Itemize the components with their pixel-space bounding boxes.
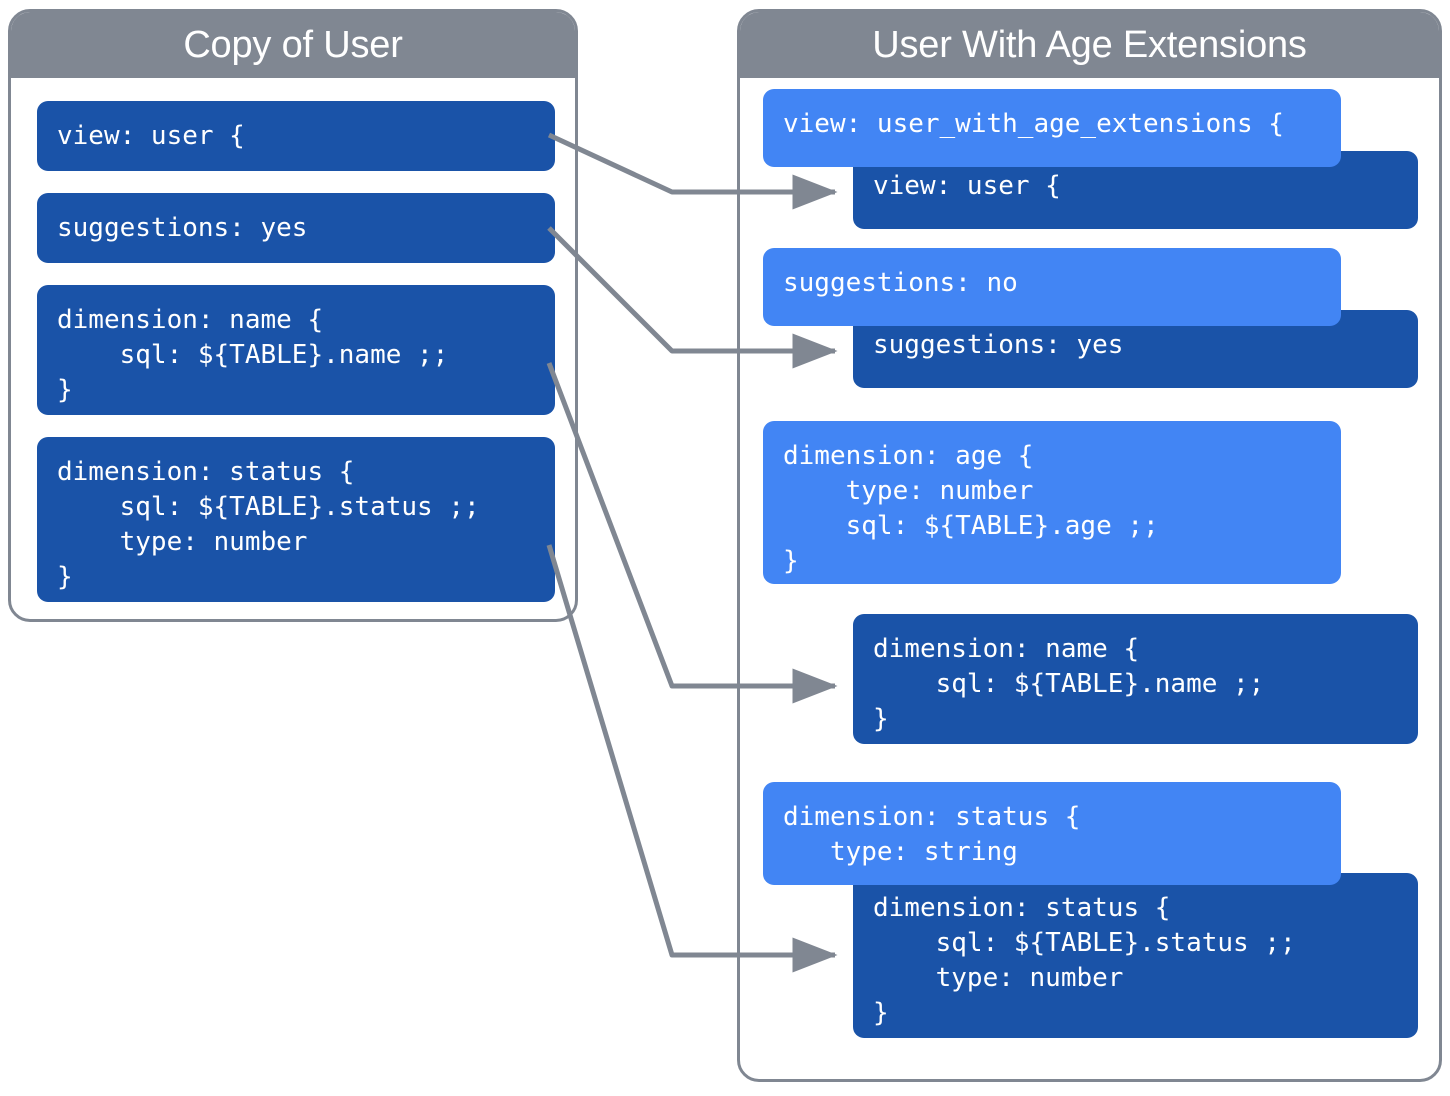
code-block-left-dimension-status[interactable]: dimension: status { sql: ${TABLE}.status… <box>37 437 555 602</box>
panel-title-user-with-age-extensions: User With Age Extensions <box>740 12 1439 78</box>
code-block-left-suggestions[interactable]: suggestions: yes <box>37 193 555 263</box>
code-block-right-dimension-age[interactable]: dimension: age { type: number sql: ${TAB… <box>763 421 1341 584</box>
code-block-right-dimension-status-light[interactable]: dimension: status { type: string <box>763 782 1341 885</box>
panel-copy-of-user: Copy of User view: user { suggestions: y… <box>8 9 578 622</box>
code-block-left-view[interactable]: view: user { <box>37 101 555 171</box>
code-block-right-dimension-name[interactable]: dimension: name { sql: ${TABLE}.name ;; … <box>853 614 1418 744</box>
code-block-right-dimension-status-dark[interactable]: dimension: status { sql: ${TABLE}.status… <box>853 873 1418 1038</box>
panel-title-copy-of-user: Copy of User <box>11 12 575 78</box>
panel-user-with-age-extensions: User With Age Extensions view: user { vi… <box>737 9 1442 1082</box>
code-block-right-suggestions-no[interactable]: suggestions: no <box>763 248 1341 326</box>
code-block-left-dimension-name[interactable]: dimension: name { sql: ${TABLE}.name ;; … <box>37 285 555 415</box>
code-block-right-view-extension[interactable]: view: user_with_age_extensions { <box>763 89 1341 167</box>
